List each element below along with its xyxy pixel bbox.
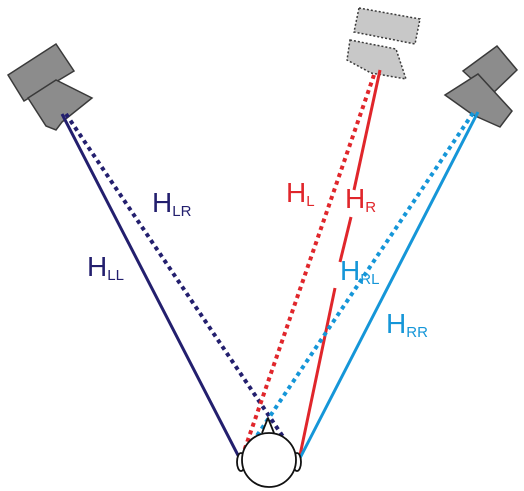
label-h-ll: HLL [87, 251, 124, 284]
left-speaker-icon [6, 42, 94, 131]
label-h-r: HR [345, 183, 376, 216]
path-h-r-lower [297, 287, 337, 461]
label-h-lr: HLR [152, 187, 192, 220]
path-h-l [239, 74, 376, 461]
listener-head [241, 432, 297, 488]
center-speaker-magnet [353, 7, 421, 45]
right-speaker-cone [443, 73, 513, 128]
label-h-rr: HRR [386, 308, 428, 341]
path-h-r-mid [338, 216, 353, 263]
right-speaker-icon [443, 44, 519, 128]
label-h-rl: HRL [340, 255, 379, 288]
label-h-l: HL [286, 177, 315, 210]
listener-head-icon [236, 417, 302, 488]
center-speaker-cone [346, 39, 408, 80]
path-h-rl [238, 111, 475, 463]
path-h-ll [60, 113, 244, 464]
virtual-center-speaker-icon [346, 7, 421, 80]
path-h-lr [64, 112, 300, 461]
path-h-rr [297, 111, 480, 461]
path-h-r-upper [352, 69, 382, 191]
left-speaker-magnet [6, 42, 76, 103]
listener-nose [261, 417, 275, 434]
left-speaker-cone [26, 79, 94, 131]
